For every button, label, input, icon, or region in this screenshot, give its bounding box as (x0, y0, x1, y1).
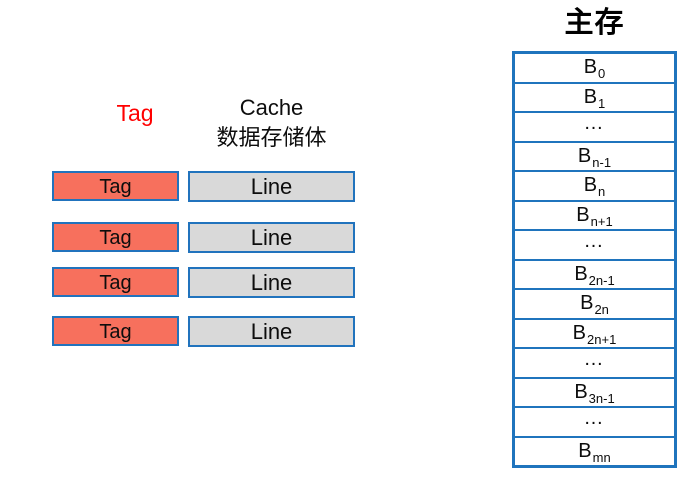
memory-ellipsis-row: … (515, 229, 674, 259)
cache-heading-line2: 数据存储体 (216, 125, 327, 150)
memory-block-label: B (580, 292, 594, 315)
memory-block-label: B (583, 56, 598, 79)
memory-block-subscript: 1 (598, 95, 606, 111)
memory-block-label: B (577, 144, 592, 167)
cache-tag-box: Tag (52, 171, 179, 201)
memory-block-subscript: 2n+1 (587, 331, 617, 347)
memory-block-subscript: n+1 (590, 213, 613, 229)
cache-tag-box: Tag (52, 267, 179, 297)
memory-block-subscript: 2n (594, 302, 609, 318)
memory-block-label: … (583, 348, 606, 371)
cache-tag-box: Tag (52, 316, 179, 346)
memory-block-label: B (583, 85, 598, 108)
cache-line-box: Line (188, 316, 355, 347)
memory-block-label: … (583, 112, 606, 135)
tag-column-heading: Tag (116, 100, 154, 126)
main-memory-title: 主存 (564, 7, 625, 39)
memory-block-label: B (578, 439, 592, 462)
memory-block-label: B (572, 321, 587, 344)
cache-row: Tag Line (0, 222, 692, 253)
cache-column-heading: Cache 数据存储体 (188, 93, 355, 153)
memory-block-subscript: 3n-1 (588, 390, 615, 406)
memory-block-label: B (574, 380, 588, 403)
memory-block-subscript: 0 (598, 66, 606, 82)
memory-block-label: … (583, 230, 606, 253)
memory-block-label: B (574, 262, 588, 285)
cache-line-box: Line (188, 267, 355, 298)
memory-ellipsis-row: … (515, 406, 674, 436)
memory-block-subscript: n-1 (592, 154, 612, 170)
cache-row: Tag Line (0, 267, 692, 298)
cache-tag-box: Tag (52, 222, 179, 252)
memory-block-label: B (583, 174, 598, 197)
cache-heading-line1: Cache (239, 95, 304, 120)
memory-ellipsis-row: … (515, 111, 674, 141)
cache-line-box: Line (188, 222, 355, 253)
cache-row: Tag Line (0, 316, 692, 347)
memory-block-label: B (576, 203, 590, 226)
memory-block-subscript: mn (592, 449, 611, 465)
memory-block-label: … (583, 407, 606, 430)
memory-ellipsis-row: … (515, 347, 674, 377)
memory-block-subscript: 2n-1 (588, 272, 615, 288)
cache-row: Tag Line (0, 171, 692, 202)
cache-line-box: Line (188, 171, 355, 202)
memory-block-subscript: n (598, 184, 606, 200)
